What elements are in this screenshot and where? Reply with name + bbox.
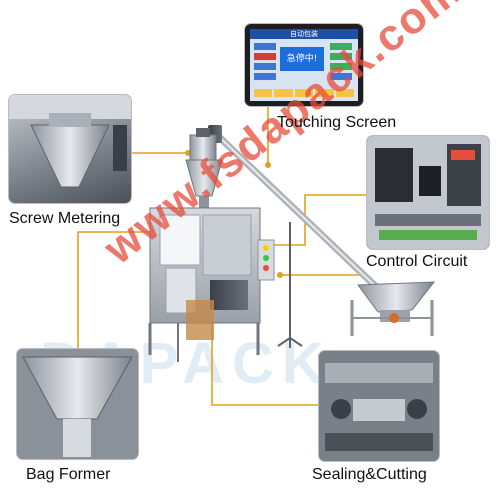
hmi-left-buttons <box>254 43 276 83</box>
hmi-display: 自动包装 急停中! <box>250 29 358 101</box>
bag-former-image <box>17 349 138 459</box>
label-bag-former: Bag Former <box>26 466 111 483</box>
tripod-stand <box>277 222 303 348</box>
touch-screen-panel: 自动包装 急停中! <box>245 24 363 106</box>
sealing-cutting-photo <box>319 351 439 461</box>
label-screw-metering: Screw Metering <box>9 210 121 227</box>
hmi-bottom-bar <box>254 89 355 97</box>
machine-body <box>148 207 275 362</box>
label-sealing-cutting: Sealing&Cutting <box>312 466 427 483</box>
sealing-cutting-image <box>319 351 439 461</box>
auger-filler <box>185 128 223 208</box>
control-circuit-photo <box>367 136 489 249</box>
bag-former-photo <box>17 349 138 459</box>
hmi-title: 自动包装 <box>250 29 358 39</box>
label-control-circuit: Control Circuit <box>366 253 468 270</box>
screw-metering-photo <box>9 95 131 203</box>
hmi-right-buttons <box>330 43 352 83</box>
control-circuit-image <box>367 136 489 249</box>
feed-hopper <box>350 281 436 336</box>
hmi-status: 急停中! <box>280 47 324 71</box>
screw-metering-image <box>9 95 131 188</box>
label-touching-screen: Touching Screen <box>277 114 397 131</box>
screw-conveyor <box>208 125 394 304</box>
